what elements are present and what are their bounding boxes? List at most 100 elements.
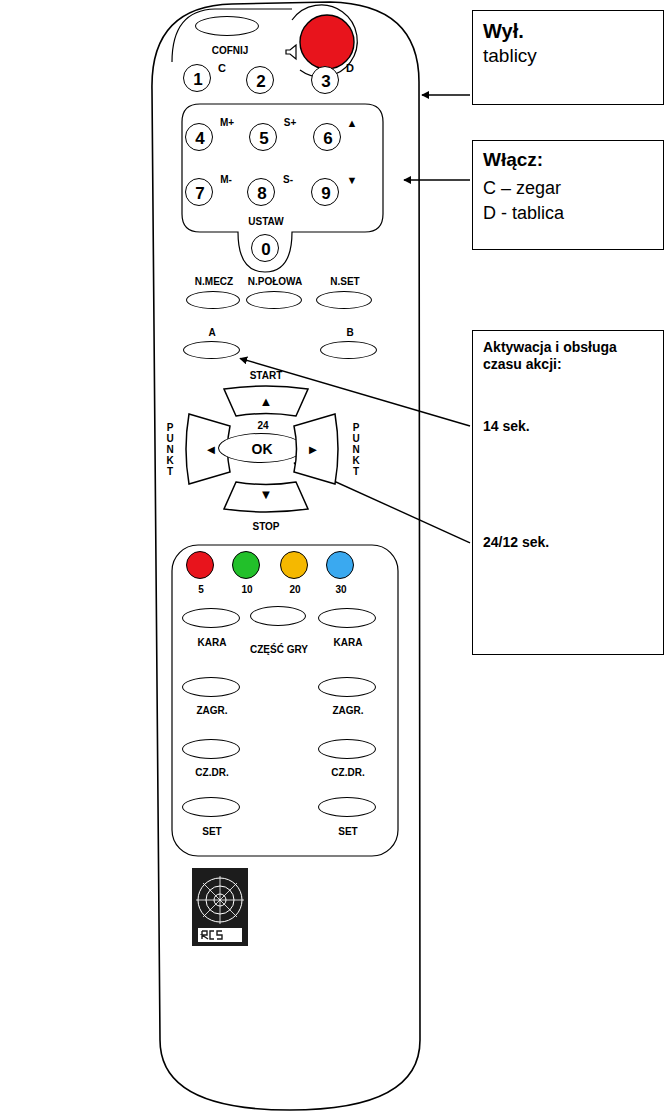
button-label: ▲ [347, 118, 358, 129]
arrow-button: ►PUNKT [292, 412, 338, 486]
button-label: M+ [220, 118, 234, 128]
button-label: START [250, 371, 283, 381]
button-label: PUNKT [165, 422, 175, 477]
round-button: 6▲ [313, 123, 341, 151]
button-label: USTAW [248, 217, 283, 227]
button-label: D [346, 63, 354, 74]
button-text: COFNIJ [212, 46, 249, 56]
oval-button: ZAGR. [318, 677, 376, 697]
button-text: KARA [334, 638, 363, 648]
button-text: B [346, 328, 353, 338]
callout-box: Aktywacja i obsługa czasu akcji: 14 sek. 2… [472, 330, 664, 655]
round-button: 0USTAW [251, 234, 279, 262]
color-button: 20 [280, 551, 308, 579]
button-text: ZAGR. [196, 706, 227, 716]
arrow-button-shape [224, 386, 308, 416]
remote-body [152, 2, 420, 1110]
button-text: 8 [257, 185, 266, 202]
arrow-button-shape [294, 414, 338, 484]
oval-button: ZAGR. [182, 677, 240, 697]
button-label: STOP [252, 522, 279, 532]
button-text: KARA [198, 638, 227, 648]
callout-heading: Wył. [483, 19, 653, 43]
button-label: S- [283, 175, 293, 185]
button-text: N.SET [330, 277, 359, 287]
oval-button: SET [318, 797, 376, 817]
button-text: N.POŁOWA [248, 277, 302, 287]
callout-heading: Aktywacja i obsługa czasu akcji: [483, 339, 653, 373]
button-text: A [208, 328, 215, 338]
callout-text: C – zegar [483, 178, 653, 200]
oval-button: COFNIJ [195, 16, 259, 36]
color-button: 30 [326, 551, 354, 579]
oval-button: N.POŁOWA [246, 291, 302, 309]
button-text: N.MECZ [195, 277, 233, 287]
oval-button: KARA [182, 608, 240, 628]
speaker-icon [286, 45, 296, 59]
callout-box: Włącz: C – zegar D - tablica [472, 140, 664, 250]
color-button: 5 [186, 551, 214, 579]
arrow-button: ▲START [222, 386, 310, 418]
button-text: 1 [193, 71, 202, 88]
callout-text: 24/12 sek. [483, 534, 653, 551]
round-button: 3D [311, 66, 339, 94]
button-text: 20 [289, 585, 300, 595]
button-label: S+ [284, 118, 297, 128]
oval-button: N.SET [316, 291, 372, 309]
button-text: SET [338, 827, 357, 837]
oval-button: OK24 [218, 433, 304, 463]
remote-top-contour [172, 9, 292, 62]
button-text: 5 [198, 585, 204, 595]
callout-text: tablicy [483, 45, 653, 68]
numpad-group [182, 104, 383, 272]
callout-text: D - tablica [483, 203, 653, 225]
button-label: M- [220, 175, 232, 185]
round-button: 5S+ [249, 123, 277, 151]
round-button: 2 [246, 66, 274, 94]
oval-button: CZ.DR. [318, 739, 376, 759]
button-text: 0 [261, 241, 270, 258]
round-button: 7M- [185, 178, 213, 206]
arrow-button: ▼STOP [222, 480, 310, 512]
button-text: 3 [321, 73, 330, 90]
button-label: PUNKT [351, 422, 361, 477]
round-button: 4M+ [185, 123, 213, 151]
oval-button: SET [182, 797, 240, 817]
oval-button: B [320, 341, 377, 359]
button-text: OK [252, 442, 273, 456]
button-text: 7 [195, 185, 204, 202]
oval-button: N.MECZ [186, 291, 240, 309]
button-text: ◄ [205, 443, 218, 456]
button-text: CZĘŚĆ GRY [250, 644, 308, 656]
button-text: ▲ [260, 395, 273, 408]
button-label: C [218, 63, 226, 74]
oval-button: CZĘŚĆ GRY [250, 606, 306, 626]
round-button: 1C [183, 64, 211, 92]
round-button: 9▼ [311, 178, 339, 206]
callout-text: 14 sek. [483, 418, 653, 435]
round-button: 8S- [247, 178, 275, 206]
callout-heading: Włącz: [483, 149, 653, 172]
logo [192, 868, 248, 946]
button-text: ▼ [260, 488, 273, 501]
button-label: 24 [257, 421, 268, 431]
lower-panel-contour [172, 545, 398, 856]
arrow-button-shape [224, 482, 308, 512]
leader-arrow [422, 94, 470, 95]
button-text: 4 [195, 130, 204, 147]
oval-button: KARA [318, 608, 376, 628]
oval-button: CZ.DR. [182, 739, 240, 759]
button-label: ▼ [347, 175, 358, 186]
button-text: SET [202, 827, 221, 837]
button-text: 30 [335, 585, 346, 595]
leader-arrow [404, 179, 470, 180]
button-text: CZ.DR. [331, 768, 364, 778]
color-button: 10 [232, 551, 260, 579]
button-text: CZ.DR. [195, 768, 228, 778]
callout-box: Wył.tablicy [472, 10, 664, 105]
button-text: ► [307, 443, 320, 456]
button-text: 9 [321, 185, 330, 202]
button-text: 5 [259, 130, 268, 147]
button-text: 10 [241, 585, 252, 595]
